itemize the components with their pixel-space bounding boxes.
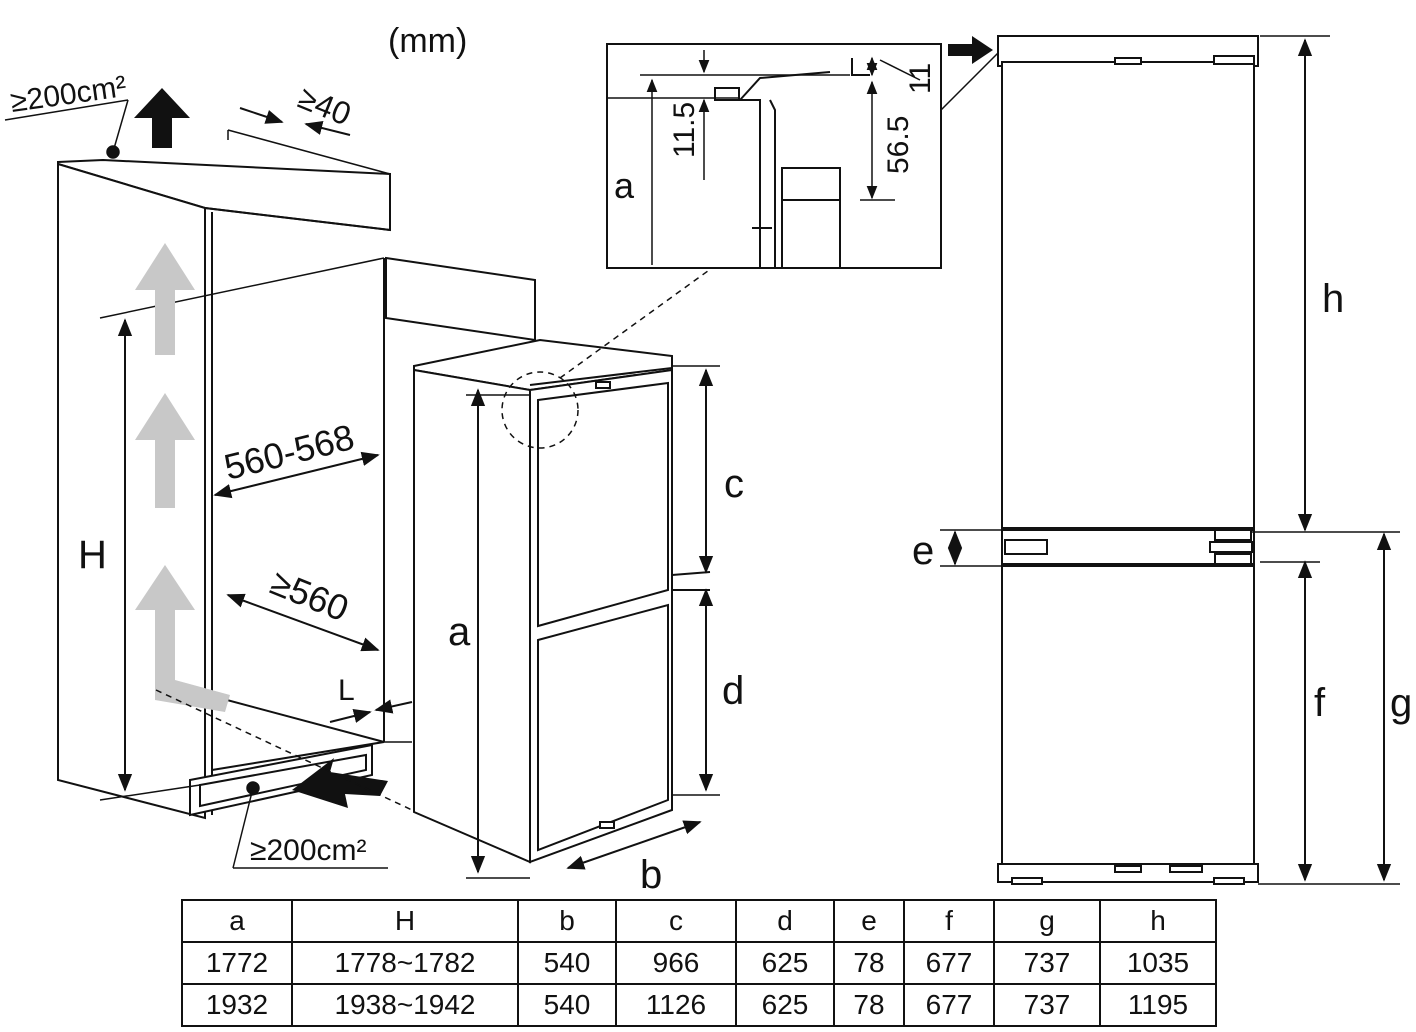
top-arrow: [948, 36, 993, 64]
table-cell: 1932: [181, 983, 293, 1027]
label-d: d: [722, 669, 744, 713]
table-cell: 966: [615, 941, 737, 985]
table-cell: 1938~1942: [291, 983, 519, 1027]
table-cell: 737: [993, 983, 1101, 1027]
label-a: a: [448, 610, 471, 654]
table-cell: 1035: [1099, 941, 1217, 985]
airflow-arrows: [135, 243, 230, 712]
vent-area-bottom-label: ≥200cm²: [250, 834, 367, 867]
label-L: L: [338, 674, 355, 707]
fridge-front-view: [997, 35, 1259, 885]
table-header-cell: g: [993, 899, 1101, 943]
unit-note: (mm): [388, 22, 467, 60]
label-h: h: [1322, 277, 1344, 321]
table-header-cell: b: [517, 899, 617, 943]
table-cell: 677: [903, 983, 995, 1027]
table-header-cell: f: [903, 899, 995, 943]
table-cell: 78: [833, 941, 905, 985]
detail-dim-56-5: 56.5: [882, 116, 915, 174]
detail-dim-11: 11: [904, 63, 937, 94]
table-cell: 737: [993, 941, 1101, 985]
table-cell: 1126: [615, 983, 737, 1027]
niche-depth-label: ≥560: [265, 561, 354, 629]
table-header-row: a H b c d e f g h: [181, 899, 1217, 943]
table-cell: 78: [833, 983, 905, 1027]
vent-arrow-up: [134, 88, 190, 148]
dimension-lines-left: [117, 107, 413, 792]
table-cell: 540: [517, 941, 617, 985]
table-cell: 1778~1782: [291, 941, 519, 985]
table-cell: 540: [517, 983, 617, 1027]
dimension-lines-middle: [466, 365, 720, 879]
floor-dashed-line: [155, 689, 413, 811]
table-cell: 1772: [181, 941, 293, 985]
detail-box: [606, 43, 942, 269]
table-header-cell: H: [291, 899, 519, 943]
table-row: 1932 1938~1942 540 1126 625 78 677 737 1…: [181, 983, 1217, 1027]
gap-top-label: ≥40: [293, 79, 356, 132]
table-cell: 677: [903, 941, 995, 985]
dimension-lines-right: [940, 35, 1400, 885]
vent-arrow-in: [292, 758, 388, 808]
label-e: e: [912, 529, 934, 573]
table-header-cell: e: [833, 899, 905, 943]
vent-area-top-label: ≥200cm²: [8, 70, 128, 119]
label-f: f: [1314, 681, 1326, 725]
detail-label-a: a: [614, 165, 635, 206]
detail-dim-11-5: 11.5: [668, 102, 701, 158]
dimensions-table: a H b c d e f g h 1772 1778~1782 540 966…: [181, 899, 1217, 1027]
table-cell: 625: [735, 983, 835, 1027]
table-header-cell: c: [615, 899, 737, 943]
table-header-cell: a: [181, 899, 293, 943]
table-row: 1772 1778~1782 540 966 625 78 677 737 10…: [181, 941, 1217, 985]
fridge-3d: [413, 338, 711, 864]
table-header-cell: h: [1099, 899, 1217, 943]
label-g: g: [1390, 681, 1412, 725]
vent-leader-lines: [4, 99, 388, 869]
table-cell: 625: [735, 941, 835, 985]
detail-callout-circle: [501, 371, 579, 449]
label-c: c: [724, 462, 744, 506]
table-header-cell: d: [735, 899, 835, 943]
label-b: b: [640, 853, 662, 897]
table-cell: 1195: [1099, 983, 1217, 1027]
label-H: H: [78, 533, 107, 577]
detail-callout-line: [559, 267, 713, 379]
detail-dimension-lines: [646, 47, 1004, 265]
